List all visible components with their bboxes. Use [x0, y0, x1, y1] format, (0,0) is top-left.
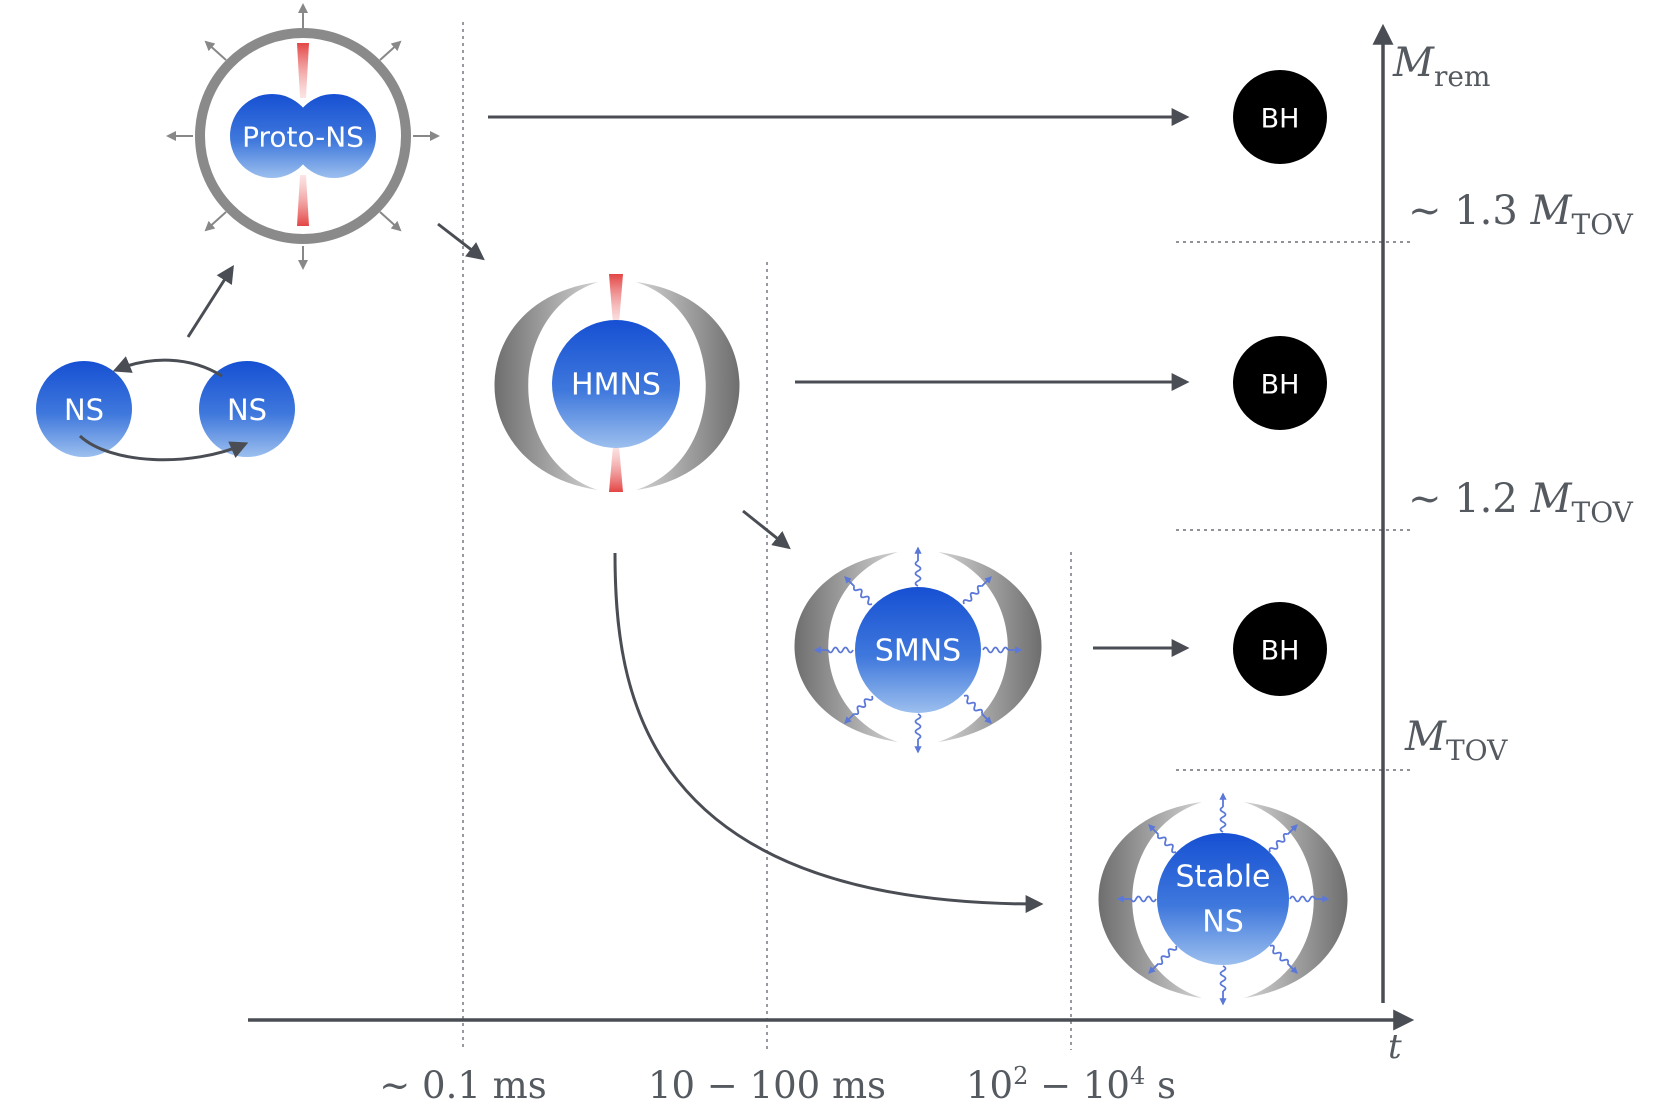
- arrow-hmns-to-smns: [742, 509, 791, 550]
- bh-middle-label: BH: [1261, 370, 1300, 401]
- stable-ns-ejecta-right: [1244, 802, 1348, 998]
- hmns-ejecta-left: [494, 282, 598, 490]
- stable-ns-ejecta-left: [1098, 802, 1202, 998]
- stable-ns-label-line1: Stable: [1175, 860, 1270, 895]
- stable-ns-star: [1157, 833, 1289, 965]
- proto-ns-label: Proto-NS: [242, 121, 364, 154]
- smns-ejecta-left: [794, 552, 898, 742]
- bh-bottom-disk: [1233, 602, 1327, 696]
- proto-ns-lobe-left: [230, 94, 314, 178]
- threshold-label-1.2: ~ 1.2 MTOV: [1408, 476, 1634, 529]
- stable-ns-group: Stable NS: [1098, 794, 1348, 1004]
- arrow-binary-to-proto: [186, 264, 234, 338]
- hmns-jet-down: [609, 446, 623, 492]
- bh-top-disk: [1233, 70, 1327, 164]
- ns-left-star: [36, 361, 132, 457]
- orbit-arrow-bottom: [78, 434, 249, 462]
- ns-right-star: [199, 361, 295, 457]
- bh-middle: BH: [1233, 336, 1327, 430]
- proto-ns-jet-up: [297, 43, 309, 98]
- hmns-label: HMNS: [571, 368, 661, 403]
- threshold-label-tov: MTOV: [1404, 714, 1508, 767]
- smns-label: SMNS: [875, 634, 961, 669]
- time-tick-100ms: 10 − 100 ms: [648, 1064, 886, 1107]
- proto-ns-jet-down: [297, 175, 309, 226]
- ns-right-label: NS: [227, 393, 267, 427]
- hmns-star: [552, 320, 680, 448]
- orbit-arrow-top: [112, 356, 223, 378]
- stable-ns-label-line2: NS: [1202, 905, 1243, 940]
- bh-middle-disk: [1233, 336, 1327, 430]
- proto-ns-lobe-right: [292, 94, 376, 178]
- hmns-group: HMNS: [494, 274, 740, 492]
- bh-top-label: BH: [1261, 104, 1300, 135]
- threshold-label-1.3: ~ 1.3 MTOV: [1408, 188, 1634, 241]
- bh-top: BH: [1233, 70, 1327, 164]
- proto-ns-group: Proto-NS: [166, 3, 440, 270]
- smns-group: SMNS: [794, 548, 1042, 752]
- binary-neutron-stars: NS NS: [36, 356, 295, 462]
- arrow-proto-to-hmns: [437, 222, 485, 261]
- hmns-ejecta-right: [636, 282, 740, 490]
- proto-ns-outflow-arrows: [166, 3, 440, 270]
- time-tick-0.1ms: ~ 0.1 ms: [379, 1064, 546, 1107]
- time-axis-label: t: [1388, 1027, 1402, 1067]
- mass-axis-label: Mrem: [1392, 40, 1490, 93]
- arrow-hmns-to-stable-ns: [613, 552, 1044, 914]
- smns-ejecta-right: [938, 552, 1042, 742]
- smns-star: [855, 587, 981, 713]
- time-tick-1e4s: 102 − 104 s: [966, 1062, 1176, 1107]
- bh-bottom-label: BH: [1261, 636, 1300, 667]
- proto-ns-ejecta-shell: [195, 28, 411, 244]
- bh-bottom: BH: [1233, 602, 1327, 696]
- ns-left-label: NS: [64, 393, 104, 427]
- hmns-jet-up: [609, 274, 623, 324]
